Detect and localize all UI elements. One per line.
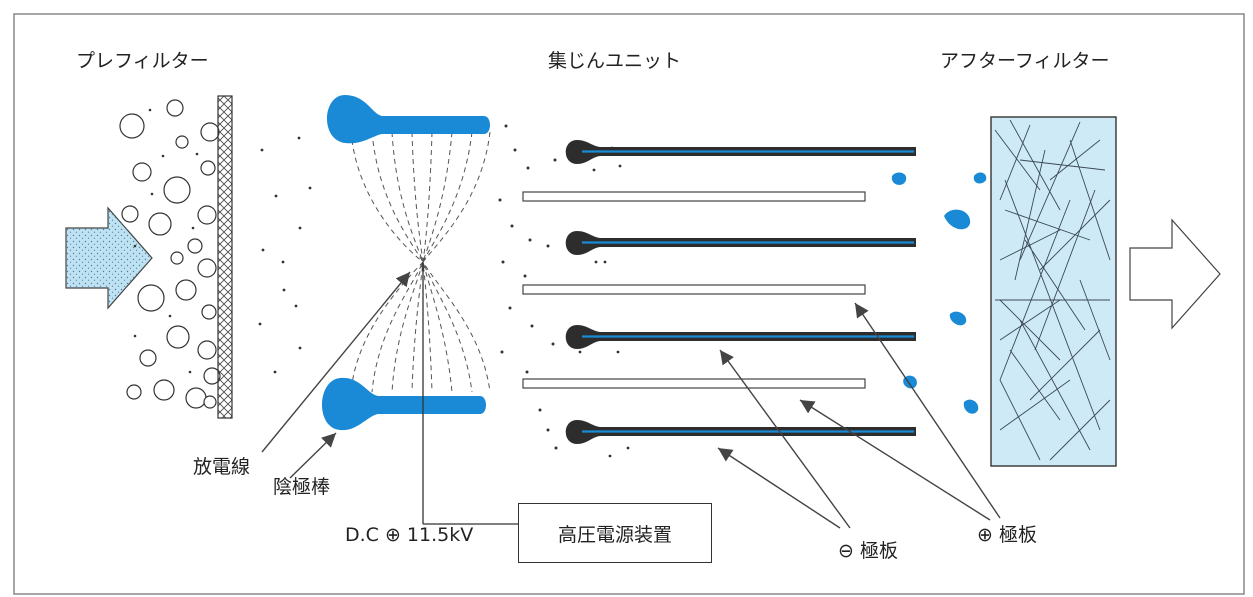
heading-collector: 集じんユニット — [548, 50, 682, 72]
afterfilter — [990, 116, 1117, 467]
negative-plates — [565, 140, 916, 444]
cathode-rod-bottom — [321, 377, 486, 431]
annotation-arrows — [261, 271, 1001, 529]
label-positive-plate: ⊕ 極板 — [977, 524, 1037, 546]
positive-plates — [522, 191, 866, 389]
frame — [13, 13, 1245, 595]
afterfilter-fibers — [994, 119, 1111, 461]
cathode-rod-top — [326, 95, 490, 144]
electric-field-lines — [351, 131, 491, 393]
label-discharge-wire: 放電線 — [193, 456, 251, 478]
prefilter-mesh — [217, 95, 233, 419]
label-negative-plate: ⊖ 極板 — [838, 540, 898, 562]
label-dc-voltage: D.C ⊕ 11.5kV — [345, 524, 474, 546]
heading-prefilter: プレフィルター — [76, 50, 209, 72]
power-supply-box: 高圧電源装置 — [518, 503, 712, 563]
collected-particles — [891, 172, 987, 414]
label-cathode-rod: 陰極棒 — [273, 476, 331, 498]
outflow-arrow — [1129, 218, 1221, 330]
heading-afterfilter: アフターフィルター — [940, 50, 1110, 72]
prefilter-bubbles — [119, 99, 221, 409]
dust-particles — [133, 108, 630, 458]
